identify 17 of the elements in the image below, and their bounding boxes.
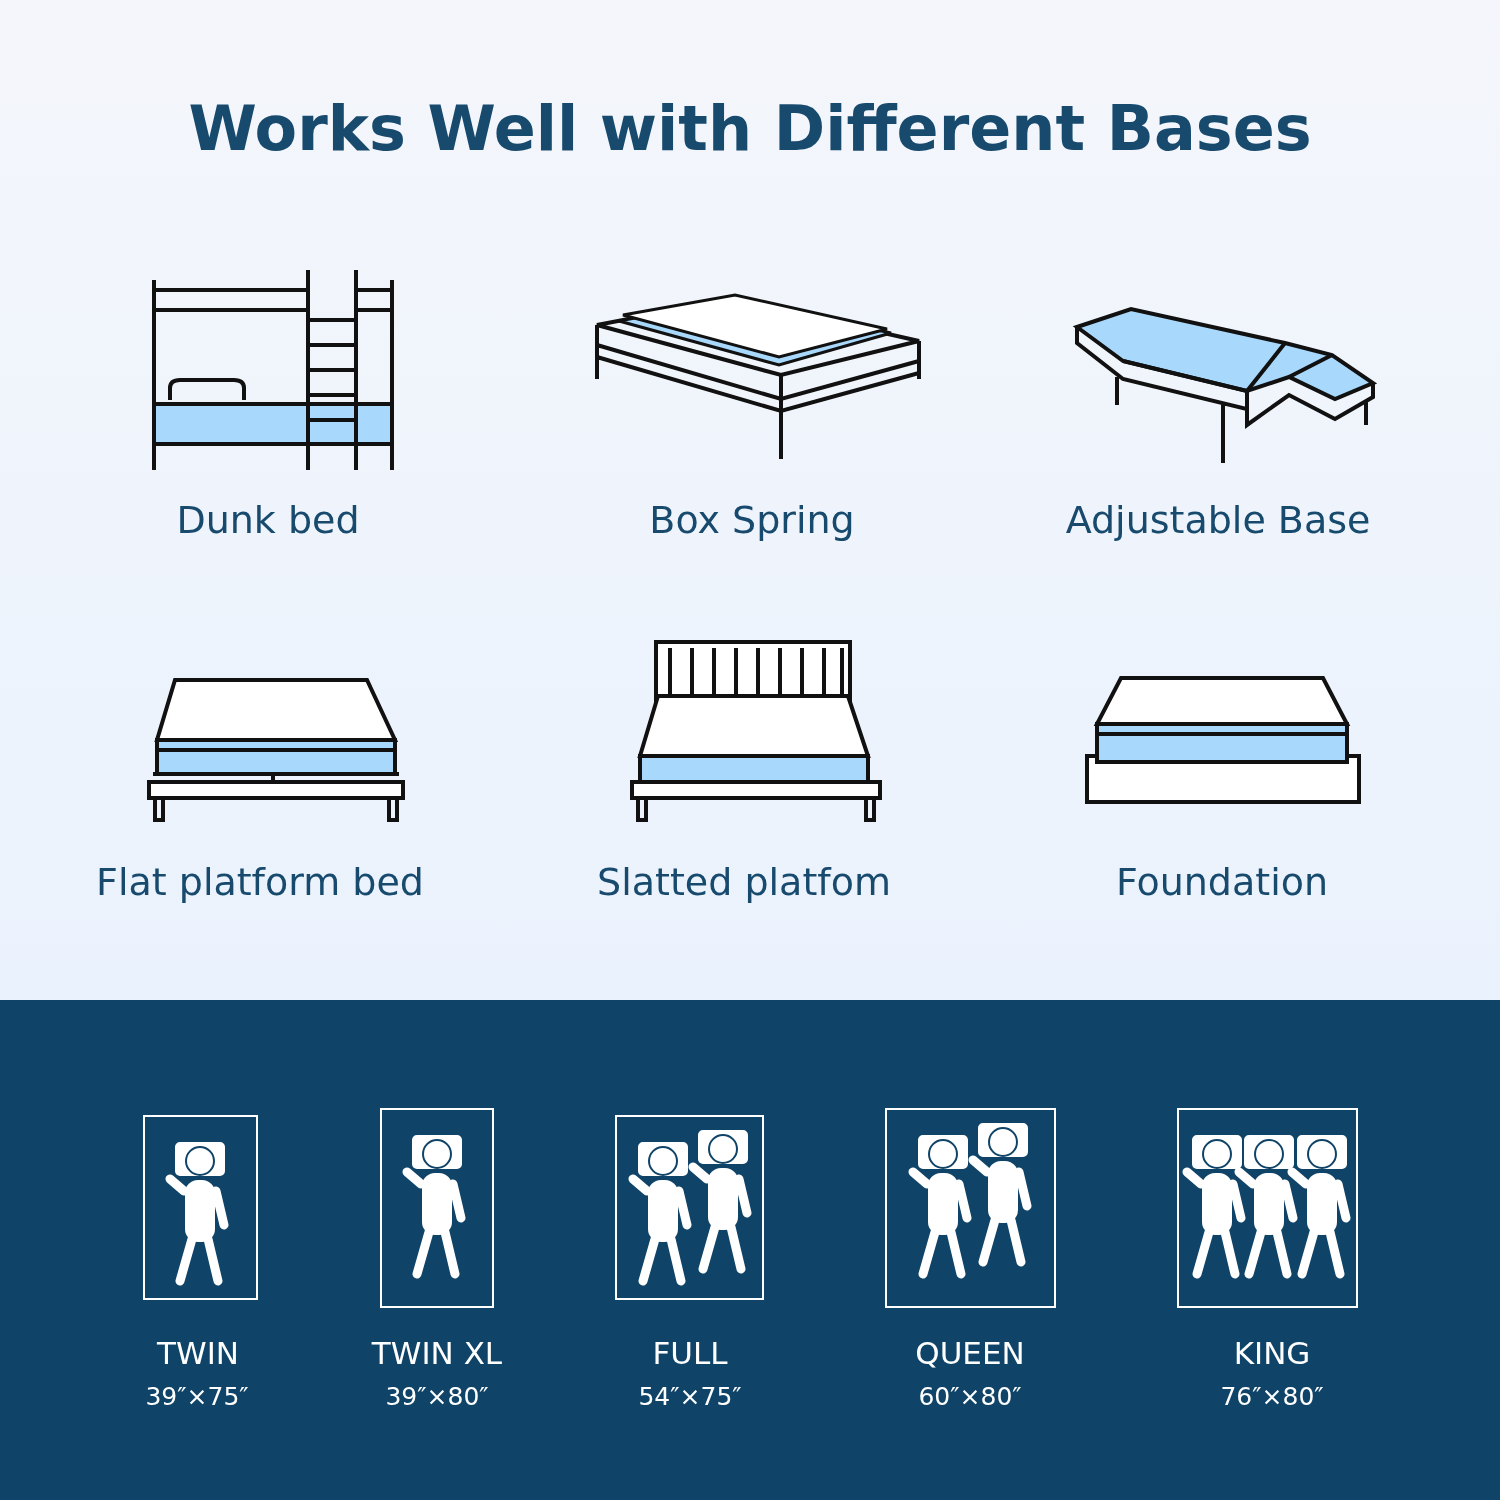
size-dimensions: 39″×80″ <box>385 1382 489 1411</box>
size-name: QUEEN <box>915 1335 1025 1371</box>
size-name: TWIN XL <box>371 1335 503 1371</box>
base-caption: Box Spring <box>649 498 855 542</box>
base-caption: Slatted platfom <box>597 860 891 904</box>
size-dimensions: 76″×80″ <box>1220 1382 1324 1411</box>
base-caption: Dunk bed <box>176 498 360 542</box>
title: Works Well with Different Bases <box>188 92 1312 165</box>
size-name: FULL <box>652 1335 728 1371</box>
size-dimensions: 39″×75″ <box>145 1382 249 1411</box>
size-name: KING <box>1233 1335 1311 1371</box>
base-caption: Flat platform bed <box>96 860 424 904</box>
size-dimensions: 54″×75″ <box>638 1382 742 1411</box>
base-caption: Adjustable Base <box>1065 498 1371 542</box>
size-name: TWIN <box>157 1335 239 1371</box>
base-caption: Foundation <box>1115 860 1329 904</box>
size-dimensions: 60″×80″ <box>918 1382 1022 1411</box>
